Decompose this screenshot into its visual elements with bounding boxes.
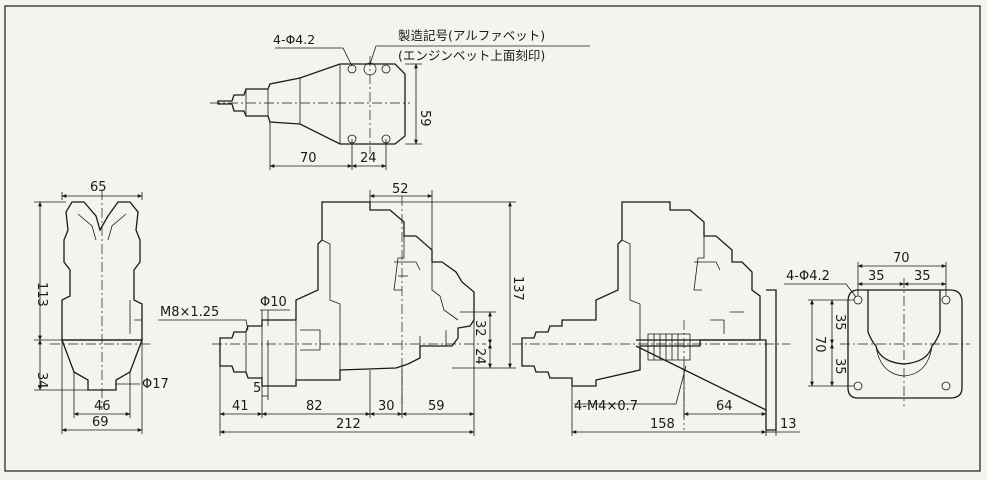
side-dim-30: 30 <box>378 399 395 414</box>
base-dim-half-left: 35 <box>868 269 885 284</box>
side-dim-41: 41 <box>232 399 249 414</box>
side-dim-59: 59 <box>428 399 445 414</box>
side-dim-212: 212 <box>336 417 361 432</box>
base-dim-height: 70 <box>812 336 827 353</box>
mount-dim-158: 158 <box>650 417 675 432</box>
base-dim-width: 70 <box>893 251 910 266</box>
mount-view <box>512 201 800 436</box>
mark-note-line1: 製造記号(アルファベット) <box>398 28 545 43</box>
base-hole-note: 4-Φ4.2 <box>786 269 830 284</box>
side-dim-52: 52 <box>392 182 409 197</box>
mount-dim-13: 13 <box>780 417 797 432</box>
base-view <box>784 262 970 406</box>
side-dim-137: 137 <box>510 276 525 301</box>
mount-screw-note: 4-M4×0.7 <box>574 399 638 414</box>
side-dim-thread: M8×1.25 <box>160 305 219 320</box>
top-dim-length: 70 <box>300 151 317 166</box>
side-view <box>158 190 516 436</box>
side-dim-shaft-diameter: Φ10 <box>260 295 287 310</box>
front-dim-height-upper: 113 <box>34 282 49 307</box>
base-dim-upper: 35 <box>832 314 847 331</box>
front-dim-mount-width: 46 <box>94 399 111 414</box>
side-dim-82: 82 <box>306 399 323 414</box>
mark-note-line2: (エンジンベット上面刻印) <box>398 48 545 63</box>
base-dim-lower: 35 <box>832 358 847 375</box>
side-dim-32: 32 <box>472 320 487 337</box>
front-dim-base-width: 69 <box>92 415 109 430</box>
base-dim-half-right: 35 <box>914 269 931 284</box>
side-dim-5: 5 <box>253 381 261 396</box>
side-dim-24: 24 <box>472 348 487 365</box>
top-view <box>210 45 590 170</box>
front-dim-height-lower: 34 <box>34 372 49 389</box>
top-dim-pitch: 24 <box>360 151 377 166</box>
front-dim-diameter: Φ17 <box>142 377 169 392</box>
drawing-border <box>4 5 981 472</box>
top-hole-note: 4-Φ4.2 <box>273 32 315 47</box>
mount-dim-64: 64 <box>716 399 733 414</box>
front-view <box>34 190 150 434</box>
top-dim-height: 59 <box>417 110 432 127</box>
front-dim-width-top: 65 <box>90 180 107 195</box>
